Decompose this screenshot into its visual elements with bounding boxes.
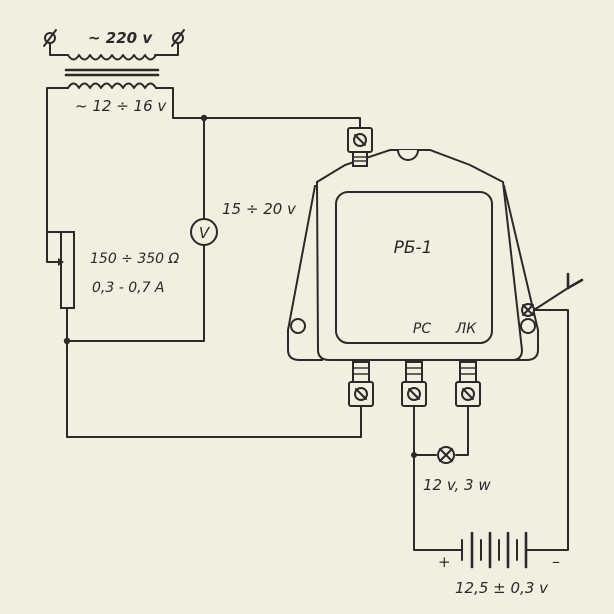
rheostat-wiper [46,231,59,263]
wire-lk-to-lamp [455,405,469,456]
device-ground-terminal [521,303,535,317]
rheostat-resistance-label: 150 ÷ 350 Ω [90,251,180,267]
mains-terminal-left [43,29,57,47]
battery [461,531,528,569]
indicator-lamp [437,446,455,464]
lamp-rating-label: 12 v, 3 w [423,476,491,494]
device-terminal-rs [401,361,427,407]
voltmeter-symbol: V [199,224,211,242]
rheostat [46,231,75,309]
relay-device: РБ-1 РС ЛК [287,149,539,361]
device-bottom-terminal-left [348,361,374,407]
ground-lead [533,287,569,311]
terminal-lk-label: ЛК [455,321,478,337]
wire-rheostat-to-device [66,307,362,438]
transformer [64,54,160,89]
left-mounting-hole [290,318,306,334]
battery-plus-label: + [438,553,451,571]
voltmeter-range-label: 15 ÷ 20 v [222,200,297,218]
battery-minus-label: – [552,552,560,571]
device-terminal-lk [455,361,481,407]
wire-secondary-to-device [155,87,361,131]
top-slot [397,149,419,161]
rheostat-wiper-arrow [58,258,64,266]
device-top-terminal [347,127,373,167]
wire-to-rheostat-top [46,87,69,233]
secondary-voltage-label: ~ 12 ÷ 16 v [75,97,167,115]
wire-battery-to-ground [525,309,569,551]
right-mounting-hole [520,318,536,334]
wire-voltmeter-bottom [66,245,205,342]
device-name-label: РБ-1 [394,238,433,258]
mains-wire-right [154,42,179,56]
voltmeter: V [190,218,218,246]
battery-voltage-label: 12,5 ± 0,3 v [455,579,549,597]
mains-wire-left [49,42,69,56]
transformer-secondary-coil [67,82,157,89]
mains-terminal-right [171,29,185,47]
transformer-primary-coil [67,54,157,61]
left-mounting-flange [287,185,323,361]
mains-voltage-label: ~ 220 v [88,29,153,47]
rheostat-current-label: 0,3 - 0,7 A [92,280,165,296]
ground-clip-arm [566,278,584,290]
device-cover [335,191,493,344]
terminal-rs-label: РС [413,321,431,337]
